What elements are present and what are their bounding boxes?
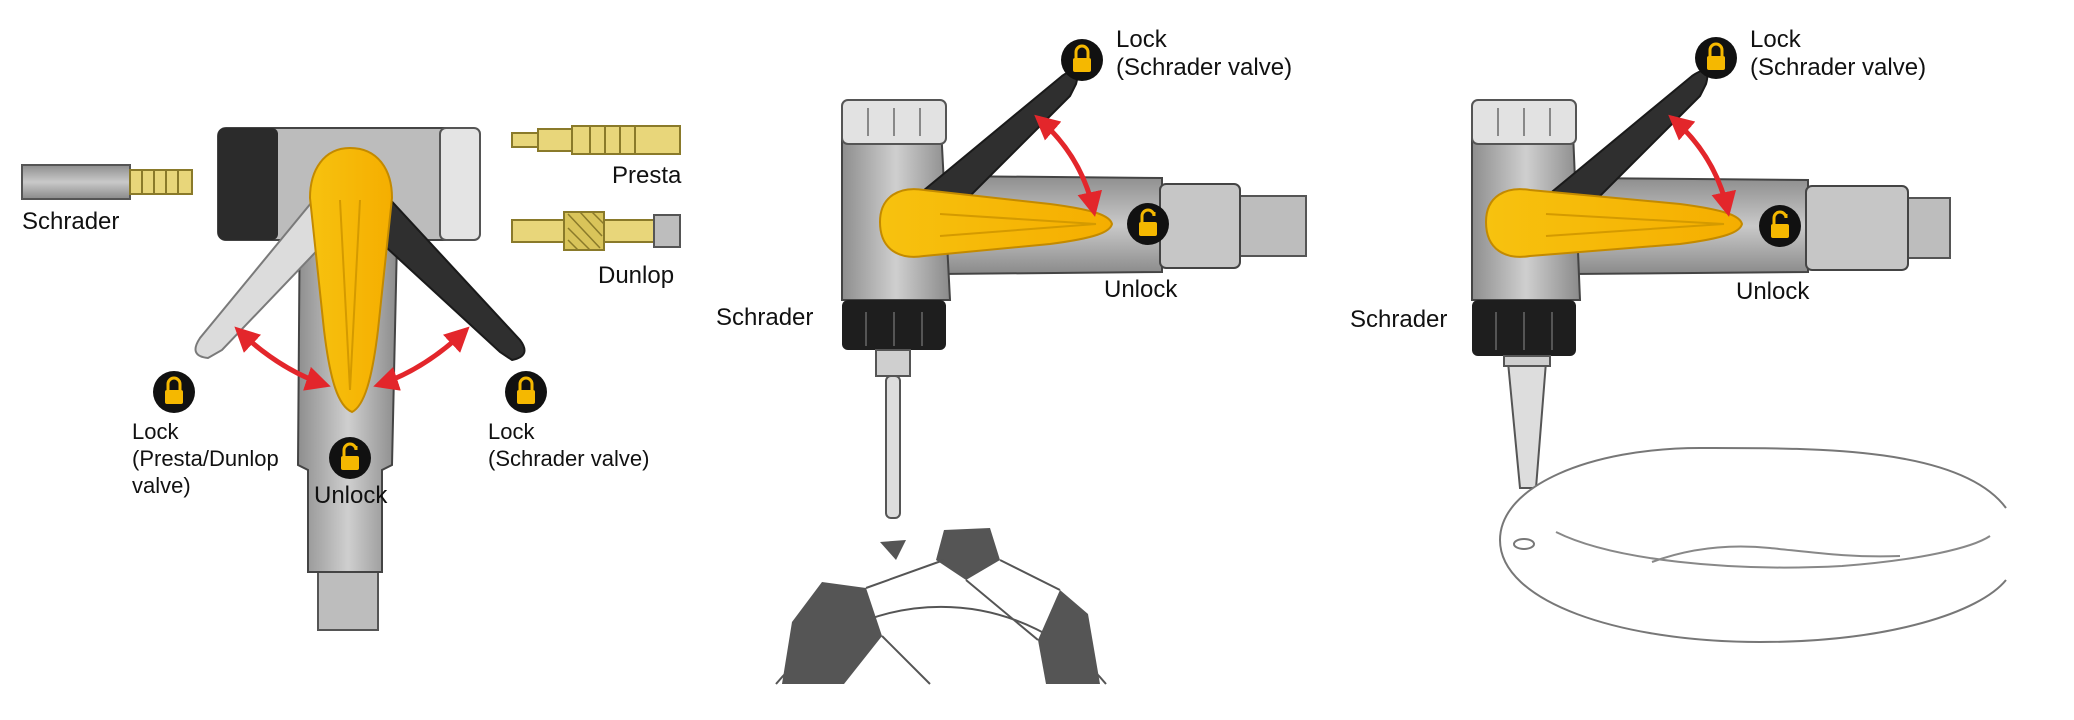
panel-1-head-light-end <box>439 127 481 241</box>
unlock-icon <box>1127 203 1169 245</box>
panel-1-hose <box>317 569 379 631</box>
panel-1-dunlop-label: Dunlop <box>598 262 675 289</box>
panel-1-schrader-label: Schrader <box>22 208 120 235</box>
lock-icon <box>1061 39 1103 81</box>
panel-2-needle <box>885 375 901 519</box>
panel-1-lock-schrader-label: Lock (Schrader valve) <box>488 419 650 471</box>
panel-3-unlock-label: Unlock <box>1736 278 1810 305</box>
panel-2-unlock-label: Unlock <box>1104 276 1178 303</box>
panel-1-pump-head-top-view <box>21 125 681 631</box>
panel-3-schrader-label: Schrader <box>1350 306 1448 333</box>
panel-1-lever-dark <box>348 178 526 362</box>
panel-3-hose <box>1907 197 1951 259</box>
panel-2-soccer-ball <box>775 528 1107 685</box>
unlock-icon <box>329 437 371 479</box>
panel-2-hose <box>1239 195 1307 257</box>
panel-2-tube-collar <box>1159 183 1241 269</box>
panel-1-schrader-valve <box>21 164 193 200</box>
panel-3-pump-head-on-inflatable <box>1471 37 2007 644</box>
panel-2-schrader-label: Schrader <box>716 304 814 331</box>
panel-2-arrow <box>1034 114 1103 217</box>
panel-1-head-dark-end <box>218 128 278 240</box>
panel-3-cone-nozzle <box>1506 361 1548 489</box>
panel-2-lock-schrader-label: Lock (Schrader valve) <box>1116 26 1293 81</box>
panel-3-lock-schrader-label: Lock (Schrader valve) <box>1750 26 1927 81</box>
panel-1-lock-presta-dunlop-label: Lock (Presta/Dunlop valve) <box>132 419 279 498</box>
panel-3-inflatable-ring <box>1498 446 2007 644</box>
panel-1-arrow-left <box>234 326 331 391</box>
panel-1-lever-yellow-ridge <box>339 199 361 391</box>
unlock-icon <box>1759 205 1801 247</box>
lock-icon <box>153 371 195 413</box>
panel-1-dunlop-valve <box>511 211 681 251</box>
panel-1-presta-valve <box>511 125 681 155</box>
panel-2-pump-head-on-ball <box>775 39 1307 685</box>
panel-3-tube-collar <box>1805 185 1909 271</box>
lock-icon <box>1695 37 1737 79</box>
panel-3-arrow <box>1668 114 1737 217</box>
lock-icon <box>505 371 547 413</box>
panel-2-nozzle <box>875 349 911 377</box>
panel-1-unlock-label: Unlock <box>314 482 388 509</box>
panel-1-presta-label: Presta <box>612 162 682 189</box>
panel-1-arrow-right <box>373 326 470 391</box>
